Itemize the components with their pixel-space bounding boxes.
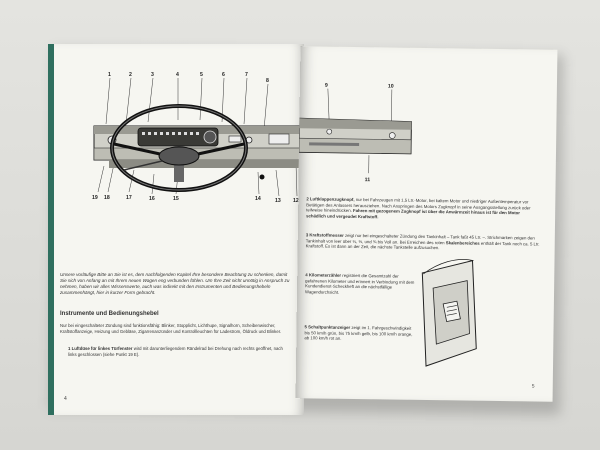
callout-16: 16 xyxy=(149,196,155,202)
right-page-number: 5 xyxy=(531,383,535,390)
item-4-title: Kilometerzähler xyxy=(308,272,342,278)
callout-1: 1 xyxy=(108,72,111,78)
item-1-text: wird mit darunterliegendem Rändelrad bei… xyxy=(68,346,283,357)
fuel-filler-sketch xyxy=(421,259,477,367)
callout-7: 7 xyxy=(245,72,248,78)
callout-15: 15 xyxy=(173,196,179,202)
callout-2: 2 xyxy=(129,72,132,78)
body-paragraph: Nur bei eingeschalteter Zündung sind fun… xyxy=(60,323,282,334)
item-5-number: 5 xyxy=(304,324,307,330)
callout-14: 14 xyxy=(255,196,261,202)
item-4: 4 Kilometerzähler registriert die Gesamt… xyxy=(305,272,417,296)
callout-18: 18 xyxy=(104,195,110,201)
callout-5: 5 xyxy=(200,72,203,78)
callout-13: 13 xyxy=(275,198,281,204)
callout-3: 3 xyxy=(151,72,154,78)
callout-17: 17 xyxy=(126,195,132,201)
item-3-highlight: Skalenbereiches xyxy=(445,239,480,246)
item-4-number: 4 xyxy=(305,272,308,278)
callout-12: 12 xyxy=(293,198,299,204)
callout-8: 8 xyxy=(266,78,269,84)
item-3-title: Kraftstoffmesser xyxy=(309,232,344,238)
item-1-title: Luftdüse für linkes Türfenster xyxy=(71,346,133,351)
item-2: 2 Luftklappenzugknopf, nur bei Fahrzeuge… xyxy=(306,196,540,222)
intro-paragraph: Unsere vorläufige Bitte an Sie ist es, d… xyxy=(60,272,290,295)
section-heading: Instrumente und Bedienungshebel xyxy=(60,311,159,317)
callout-6: 6 xyxy=(222,72,225,78)
item-2-number: 2 xyxy=(306,196,309,202)
left-page: 1 2 3 4 5 6 7 8 19 18 17 16 15 14 13 12 … xyxy=(48,44,304,415)
item-3: 3 Kraftstoffmesser zeigt nur bei eingesc… xyxy=(306,232,540,252)
item-1-number: 1 xyxy=(68,346,71,351)
item-5: 5 Schaltpunktanzeiger zeigt im 1. Fahrge… xyxy=(304,324,416,342)
callout-10: 10 xyxy=(388,83,394,89)
callout-11: 11 xyxy=(365,177,371,183)
left-page-number: 4 xyxy=(64,396,67,402)
callout-9: 9 xyxy=(325,83,328,89)
right-page: 9 10 11 2 Luftklappenzugknopf, nur bei F… xyxy=(295,46,558,402)
passenger-dashboard-illustration: 9 10 11 xyxy=(298,83,477,367)
item-3-number: 3 xyxy=(305,232,309,238)
dashboard-illustration: 1 2 3 4 5 6 7 8 19 18 17 16 15 14 13 12 xyxy=(92,72,304,204)
callout-4: 4 xyxy=(176,72,179,78)
callout-19: 19 xyxy=(92,195,98,201)
item-1: 1 Luftdüse für linkes Türfenster wird mi… xyxy=(68,346,292,357)
